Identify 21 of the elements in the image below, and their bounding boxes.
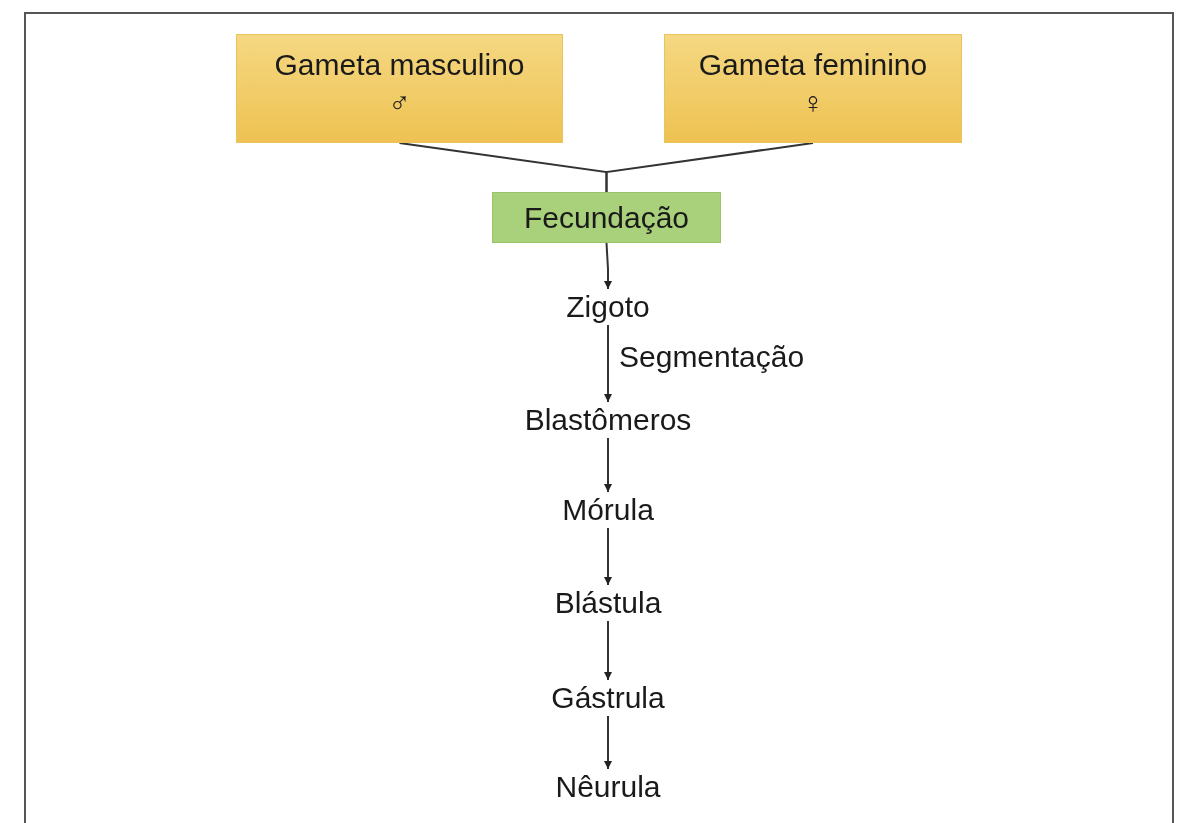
stage-label: Mórula	[518, 492, 698, 528]
gamete-box	[236, 34, 563, 143]
stage-label: Zigoto	[528, 289, 688, 325]
arrow	[604, 437, 612, 493]
arrow	[604, 715, 612, 770]
gamete-box	[664, 34, 962, 143]
process-box	[492, 192, 721, 243]
box-title: Gameta feminino	[698, 47, 928, 83]
stage-label: Gástrula	[518, 680, 698, 716]
connector-line	[605, 142, 814, 193]
stage-label: Blástula	[518, 585, 698, 621]
arrow	[604, 242, 612, 290]
box-title: Gameta masculino	[274, 47, 525, 83]
arrow	[604, 324, 612, 403]
arrow	[604, 527, 612, 586]
box-title: Fecundação	[523, 199, 690, 236]
stage-label: Blastômeros	[488, 402, 728, 438]
stage-label: Nêurula	[518, 769, 698, 805]
symbol-label: ♂	[388, 85, 411, 121]
arrow	[604, 620, 612, 681]
symbol-label: ♀	[801, 85, 825, 121]
